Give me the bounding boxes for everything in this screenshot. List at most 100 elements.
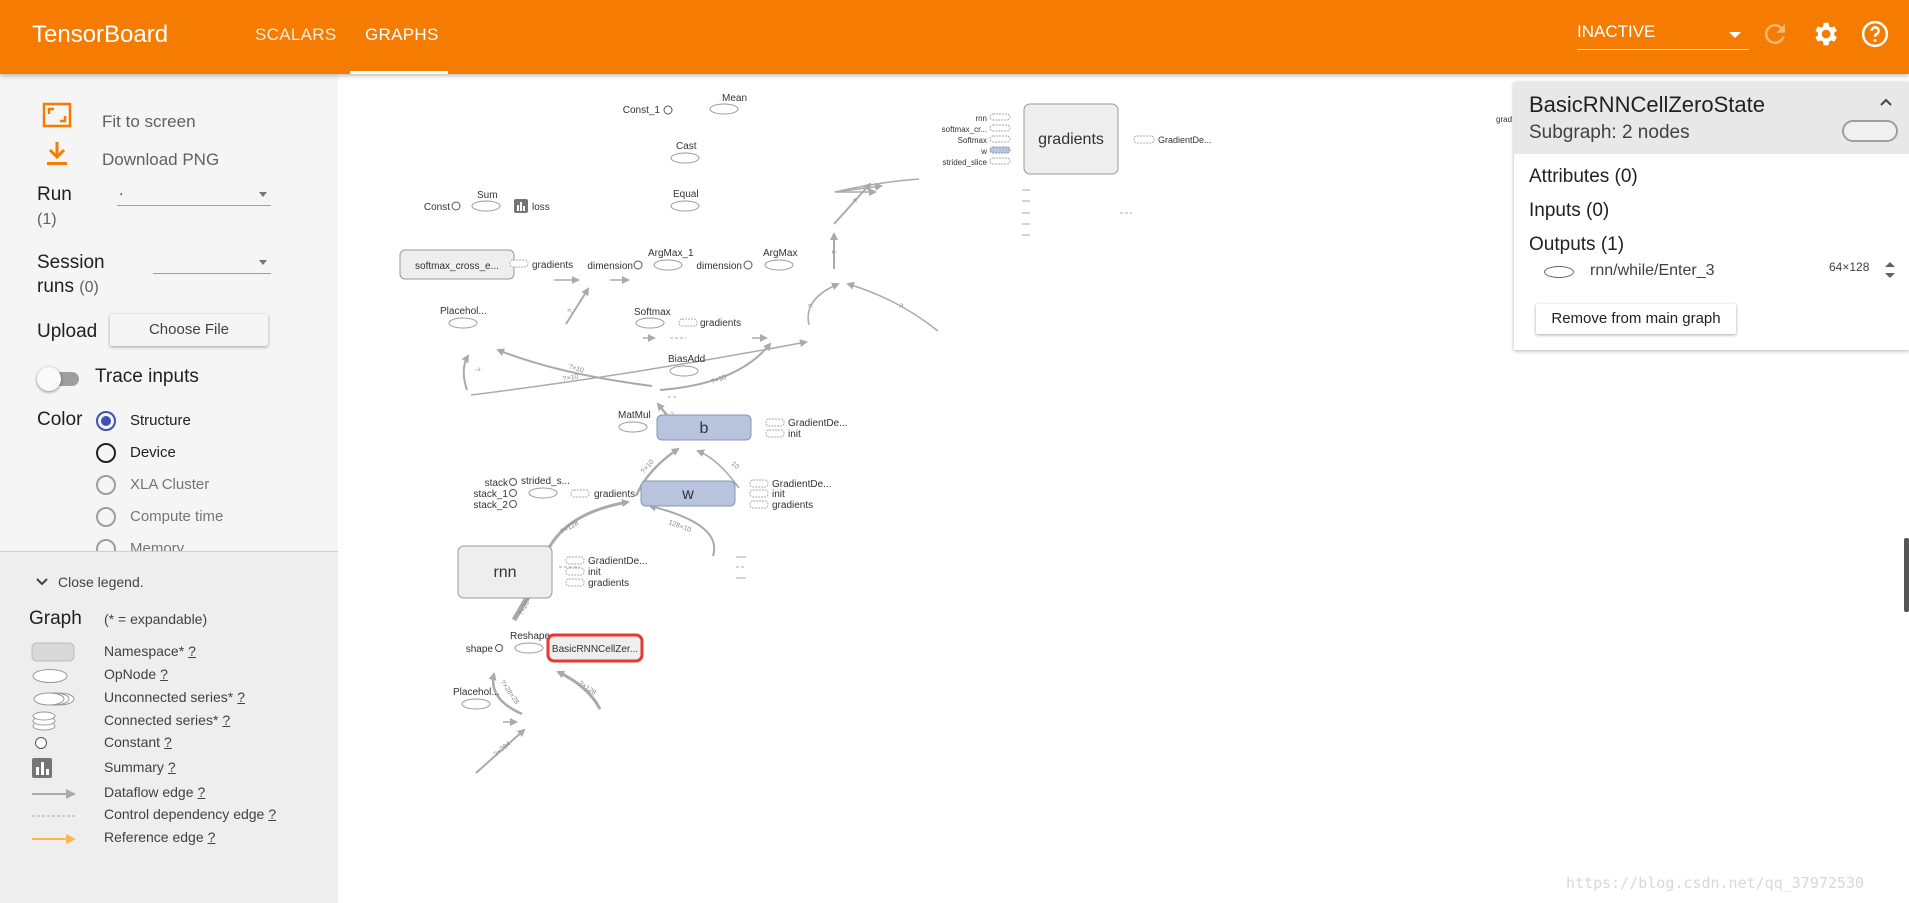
opnode-sum[interactable] bbox=[471, 200, 501, 212]
constant-const1[interactable] bbox=[663, 105, 673, 115]
session-runs-dropdown[interactable] bbox=[153, 250, 271, 274]
refresh-icon[interactable] bbox=[1760, 19, 1790, 49]
gear-icon[interactable] bbox=[1810, 19, 1840, 49]
constant-stack1[interactable] bbox=[509, 489, 517, 497]
legend-help-link[interactable]: ? bbox=[207, 829, 216, 845]
unconnected-series-icon bbox=[33, 692, 75, 706]
constant-stack[interactable] bbox=[509, 478, 517, 486]
constant-dimension2[interactable] bbox=[743, 260, 753, 270]
legend-label: Constant bbox=[104, 734, 161, 750]
tab-scalars[interactable]: SCALARS bbox=[255, 25, 337, 44]
radio-compute-time[interactable] bbox=[96, 507, 116, 527]
series-init[interactable] bbox=[565, 567, 585, 576]
opnode-strided-slice[interactable] bbox=[528, 487, 558, 499]
series-init[interactable] bbox=[749, 489, 769, 498]
opnode-biasadd[interactable] bbox=[669, 365, 699, 377]
opnode-softmax[interactable] bbox=[635, 317, 665, 329]
legend-help-link[interactable]: ? bbox=[160, 666, 168, 682]
run-label: Run bbox=[37, 184, 72, 205]
series-softmax-cross[interactable] bbox=[989, 124, 1011, 132]
legend-help-link[interactable]: ? bbox=[164, 734, 172, 750]
series-gradient-descent[interactable] bbox=[565, 556, 585, 565]
series-init[interactable] bbox=[765, 429, 785, 438]
legend-help-link[interactable]: ? bbox=[188, 643, 196, 659]
radio-structure[interactable] bbox=[96, 411, 116, 431]
series-gradients[interactable] bbox=[749, 500, 769, 509]
series-gradients[interactable] bbox=[570, 489, 590, 498]
series-gradients[interactable] bbox=[509, 259, 529, 268]
namespace-gradients[interactable] bbox=[1023, 103, 1119, 175]
attributes-heading[interactable]: Attributes (0) bbox=[1529, 166, 1638, 187]
run-dropdown[interactable]: . bbox=[117, 182, 271, 206]
node-label-reshape: Reshape bbox=[510, 631, 550, 642]
graph-legend: Close legend. Graph (* = expandable) Nam… bbox=[0, 551, 338, 903]
trace-inputs-toggle[interactable] bbox=[37, 364, 85, 392]
graph-svg[interactable]: ? ? ? ? ? ? ?×10 ?×10 ?×10 ?×10 ?×10 10 … bbox=[338, 74, 1909, 903]
run-selector-dropdown[interactable]: INACTIVE bbox=[1577, 20, 1749, 50]
node-label-g-softmax-cr: softmax_cr... bbox=[942, 125, 987, 134]
remove-from-main-graph-button[interactable]: Remove from main graph bbox=[1536, 304, 1736, 334]
series-gradients[interactable] bbox=[565, 578, 585, 587]
series-gradients[interactable] bbox=[678, 318, 698, 327]
series-w[interactable] bbox=[989, 146, 1011, 154]
fit-to-screen-icon[interactable] bbox=[42, 102, 72, 130]
node-label-w: w bbox=[681, 486, 694, 503]
constant-const[interactable] bbox=[451, 201, 461, 211]
legend-help-link[interactable]: ? bbox=[237, 689, 245, 705]
edge-strided-matmul bbox=[541, 499, 630, 563]
legend-help-link[interactable]: ? bbox=[222, 712, 231, 728]
info-card-title: BasicRNNCellZeroState bbox=[1529, 92, 1765, 117]
series-gradient-descent[interactable] bbox=[749, 479, 769, 488]
opnode-placeholder-bottom[interactable] bbox=[461, 698, 491, 710]
outputs-heading[interactable]: Outputs (1) bbox=[1529, 234, 1625, 255]
opnode-argmax1[interactable] bbox=[653, 259, 683, 271]
edge-placeholder-reshape bbox=[475, 728, 526, 774]
edge-softmax-sc bbox=[496, 348, 653, 387]
node-label-const: Const bbox=[424, 202, 450, 213]
expand-toggle-icon[interactable] bbox=[1882, 258, 1898, 282]
legend-help-link[interactable]: ? bbox=[268, 806, 277, 822]
series-gradient-descent[interactable] bbox=[765, 418, 785, 427]
choose-file-button[interactable]: Choose File bbox=[110, 314, 268, 346]
constant-dimension1[interactable] bbox=[633, 260, 643, 270]
tab-graphs[interactable]: GRAPHS bbox=[365, 25, 439, 44]
radio-memory[interactable] bbox=[96, 539, 116, 551]
info-card-header: BasicRNNCellZeroState Subgraph: 2 nodes bbox=[1514, 82, 1909, 154]
namespace-rnn[interactable] bbox=[457, 545, 553, 599]
scrollbar-handle[interactable] bbox=[1904, 538, 1909, 612]
variable-w[interactable] bbox=[640, 480, 736, 507]
download-icon[interactable] bbox=[42, 140, 72, 168]
fit-to-screen-button[interactable]: Fit to screen bbox=[102, 112, 196, 131]
opnode-cast[interactable] bbox=[670, 152, 700, 164]
legend-help-link[interactable]: ? bbox=[197, 784, 206, 800]
namespace-basic-rnn-cell-zero-state[interactable] bbox=[546, 633, 644, 663]
opnode-placeholder-top[interactable] bbox=[448, 317, 478, 329]
series-strided-slice[interactable] bbox=[989, 157, 1011, 165]
download-png-button[interactable]: Download PNG bbox=[102, 150, 220, 169]
help-icon[interactable] bbox=[1860, 19, 1890, 49]
node-label-gradients-ns: gradients bbox=[1038, 131, 1104, 148]
inputs-heading[interactable]: Inputs (0) bbox=[1529, 200, 1610, 221]
opnode-mean[interactable] bbox=[709, 103, 739, 115]
series-rnn[interactable] bbox=[989, 113, 1011, 121]
radio-device[interactable] bbox=[96, 443, 116, 463]
series-softmax[interactable] bbox=[989, 135, 1011, 143]
constant-shape[interactable] bbox=[495, 644, 503, 652]
node-label-b: b bbox=[700, 420, 709, 437]
legend-label: Control dependency edge bbox=[104, 806, 265, 822]
opnode-matmul[interactable] bbox=[618, 421, 648, 433]
chevron-up-icon[interactable] bbox=[1876, 92, 1896, 112]
chevron-down-icon[interactable] bbox=[34, 574, 50, 590]
output-node-link[interactable]: rnn/while/Enter_3 bbox=[1590, 262, 1715, 279]
close-legend-link[interactable]: Close legend. bbox=[58, 574, 144, 590]
variable-b[interactable] bbox=[656, 414, 752, 441]
session-runs-label-2: runs (0) bbox=[37, 276, 99, 298]
opnode-equal[interactable] bbox=[670, 200, 700, 212]
legend-help-link[interactable]: ? bbox=[167, 759, 176, 775]
opnode-reshape[interactable] bbox=[514, 642, 544, 654]
series-gradient-descent[interactable] bbox=[1133, 135, 1155, 144]
constant-stack2[interactable] bbox=[509, 500, 517, 508]
radio-xla-cluster[interactable] bbox=[96, 475, 116, 495]
opnode-argmax[interactable] bbox=[764, 259, 794, 271]
